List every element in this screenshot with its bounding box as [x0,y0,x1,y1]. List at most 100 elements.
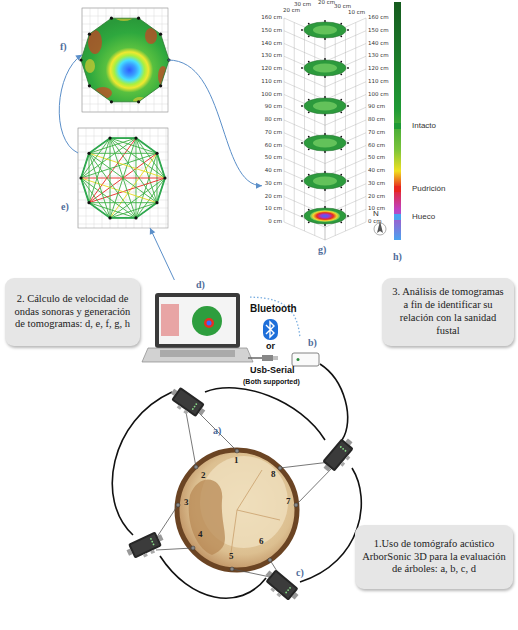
axis-label: 120 cm [368,66,389,72]
sensor-dot [324,58,326,60]
slice-core [313,102,337,111]
axis-label: 160 cm [368,15,389,21]
sensor-dot [324,151,326,153]
sensor-dot [301,105,303,107]
bluetooth-rune [266,322,274,337]
sensor-dot [301,215,303,217]
axis-label: 130 cm [368,53,389,59]
sensor-unit [320,435,359,476]
grid-line [78,176,168,177]
pin [235,449,239,453]
slice-disc [304,22,346,38]
sensor-dot [87,201,90,204]
axis-label: 30 cm [294,2,311,8]
sensor-dot [340,23,342,25]
sensor-dot [155,152,158,155]
axis-label: 120 cm [261,66,282,72]
axis-label: 80 cm [265,117,282,123]
sensor-dot [308,111,310,113]
sensor-dot [308,61,310,63]
decay-spot [85,59,95,73]
sensor-panel [131,534,160,556]
sensor-dot [324,224,326,226]
sound-path [110,138,136,218]
tomogram-slice [301,96,349,116]
sensor-dot [137,100,140,103]
axis-label: 40 cm [265,168,282,174]
grid-line [82,16,168,17]
sensor-dot [324,133,326,135]
plot-grid [78,128,168,228]
grid-line [78,168,168,169]
pin [191,546,195,550]
sensor-dot [110,17,113,20]
grid-line [110,128,111,228]
axis-label: 0 cm [268,219,282,225]
sensor-unit [124,530,166,563]
sensor-number: 3 [184,498,189,507]
sensor-dot [324,171,326,173]
bluetooth-badge [263,319,278,340]
panel-letter: f) [60,42,67,52]
tomogram-slice [301,20,349,40]
grid-line [78,144,168,145]
axis-label: 80 cm [368,117,385,123]
network-outline [81,138,165,218]
arrow-head [150,228,156,235]
usb-cable [248,357,262,359]
sensor-dot [301,180,303,182]
sound-path [81,138,110,178]
legend-swatch [394,186,401,192]
sensor-dot [324,189,326,191]
arrow-head [256,183,262,189]
tomogram-slice [301,206,349,226]
pin-wire [186,410,237,467]
axis-label: 20 cm [318,0,335,6]
cable [205,388,325,440]
box-text: 3. Análisis de tomogramas a fin de ident… [389,286,507,337]
sensor-number: 5 [229,552,234,561]
decay-spots [85,13,168,105]
axis-label: 60 cm [368,143,385,149]
bridge-device [292,353,319,366]
sound-path [89,153,90,202]
pin [176,503,180,507]
box-text: 2. Cálculo de velocidad de ondas sonoras… [12,293,133,331]
laptop-base [142,348,253,362]
legend-swatch [394,214,401,220]
screen-tomogram [204,318,214,328]
axis-label: 30 cm [334,4,351,10]
pin-wire [280,462,334,505]
cable [160,556,266,598]
pin-wires [155,410,334,578]
pin [294,503,298,507]
sensor-dot [308,148,310,150]
sensor-jack [270,587,275,592]
grid-line [78,184,168,185]
sensor-dot [159,84,162,87]
sensor-jack [276,592,281,597]
axis-label: 30 cm [368,181,385,187]
usb-body [262,355,273,361]
sensor-led [150,538,152,540]
wireless-link [250,297,300,338]
slice-disc [304,173,346,189]
sensor-number: 4 [198,530,203,539]
axis-label: 110 cm [368,79,389,85]
figure-panel: f) [82,8,168,112]
decay-spot [115,13,133,21]
axis-label: 60 cm [265,143,282,149]
sensor-dot [340,136,342,138]
axis-label: 100 cm [261,92,282,98]
axis-label: 160 cm [261,15,282,21]
axis-label: 130 cm [261,53,282,59]
sound-path [110,138,157,153]
decay-spot [94,87,112,99]
sensor-dot [108,136,111,139]
process-box: 3. Análisis de tomogramas a fin de ident… [382,278,514,346]
legend-text: Pudrición [412,185,445,193]
tomogram-slice [301,171,349,191]
axis-label: 70 cm [265,130,282,136]
tomogram-2d [81,18,169,102]
sensor-dot [137,17,140,20]
